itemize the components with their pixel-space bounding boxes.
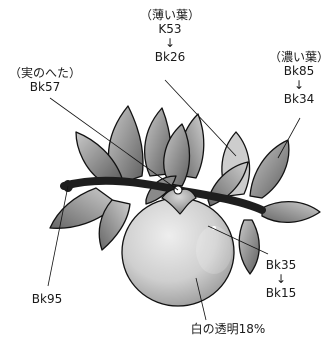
persimmon-fruit <box>121 197 235 307</box>
leaf-left-mid <box>75 131 123 181</box>
label-stem-value: Bk95 <box>31 292 63 306</box>
leader-stem <box>47 185 69 287</box>
label-dark-leaf-to: Bk34 <box>283 92 315 106</box>
label-calyx: （実のへた） Bk57 <box>2 66 88 94</box>
leaf-lower-left <box>98 199 131 251</box>
label-light-leaf-to: Bk26 <box>154 50 186 64</box>
leaf-right-lower <box>238 219 260 275</box>
label-light-leaf-arrow: ↓ <box>164 36 176 50</box>
leaf-center-front <box>163 123 191 187</box>
label-light-leaf: （薄い葉） K53 ↓ Bk26 <box>140 8 200 64</box>
leader-fruit <box>207 225 269 255</box>
label-fruit: Bk35 ↓ Bk15 <box>258 258 304 300</box>
fruit-highlight <box>196 226 232 274</box>
label-fruit-from: Bk35 <box>265 258 297 272</box>
label-fruit-to: Bk15 <box>265 286 297 300</box>
leader-lines <box>47 79 301 321</box>
calyx <box>161 185 197 215</box>
label-dark-leaf-from: Bk85 <box>283 64 315 78</box>
label-fruit-arrow: ↓ <box>275 272 287 286</box>
leader-highlight <box>195 277 207 321</box>
label-light-leaf-from: K53 <box>158 22 182 36</box>
leader-light-leaf <box>164 79 237 157</box>
label-highlight-value: 白の透明18% <box>190 322 266 336</box>
label-stem: Bk95 <box>22 292 72 306</box>
leaf-far-right <box>261 200 321 224</box>
label-dark-leaf-arrow: ↓ <box>293 78 305 92</box>
label-calyx-title: （実のへた） <box>8 66 81 80</box>
label-dark-leaf-title: （濃い葉） <box>268 50 329 64</box>
label-calyx-value: Bk57 <box>29 80 61 94</box>
label-light-leaf-title: （薄い葉） <box>140 8 201 22</box>
leader-calyx <box>49 97 179 191</box>
label-dark-leaf: （濃い葉） Bk85 ↓ Bk34 <box>266 50 332 106</box>
leader-dark-leaf <box>277 117 301 159</box>
label-highlight: 白の透明18% <box>176 322 280 336</box>
